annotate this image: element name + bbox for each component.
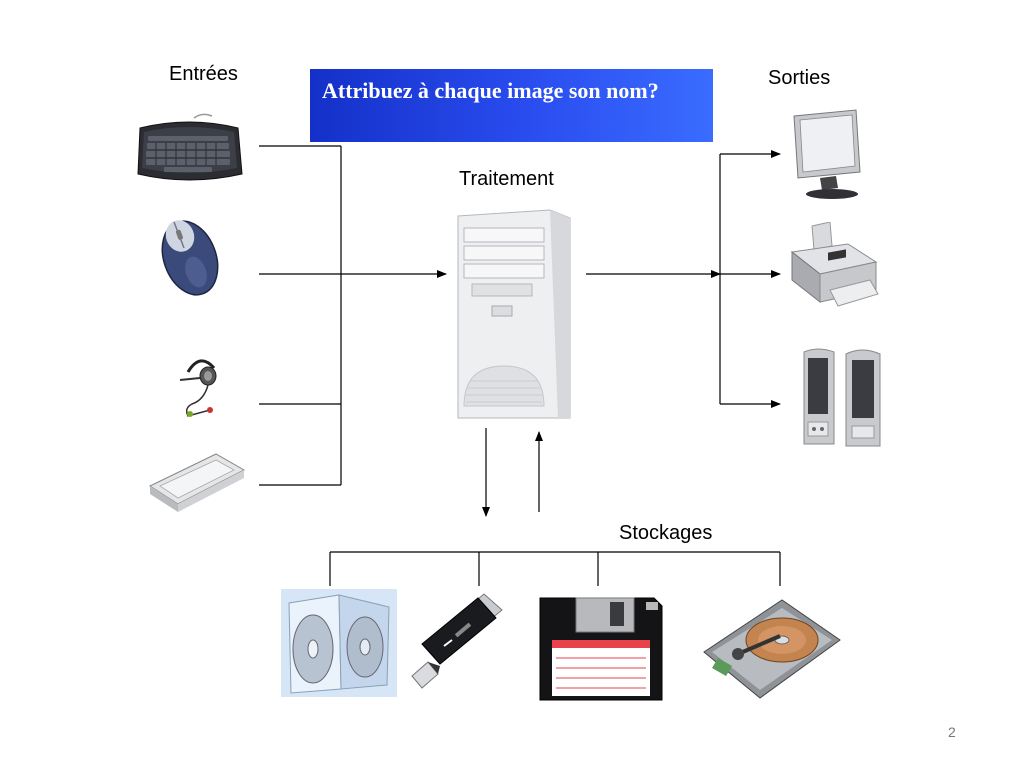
inputs-label: Entrées — [169, 63, 238, 85]
outputs-label: Sorties — [768, 67, 831, 89]
scanner-icon — [148, 453, 246, 512]
printer-icon — [790, 222, 879, 307]
hard-drive-icon — [703, 599, 841, 699]
usb-drive-icon — [411, 593, 503, 689]
headset-icon — [179, 359, 217, 417]
question-text: Attribuez à chaque image son nom? — [322, 78, 659, 103]
processing-label: Traitement — [459, 168, 554, 190]
speakers-icon — [803, 348, 881, 447]
cd-case-icon — [281, 589, 397, 697]
floppy-disk-icon — [539, 597, 663, 701]
keyboard-icon — [137, 113, 243, 181]
page-number: 2 — [948, 724, 956, 740]
computer-tower-icon — [457, 209, 571, 419]
question-banner: Attribuez à chaque image son nom? — [310, 69, 713, 142]
mouse-icon — [161, 220, 219, 296]
storage-label: Stockages — [619, 522, 713, 544]
monitor-icon — [793, 109, 861, 199]
